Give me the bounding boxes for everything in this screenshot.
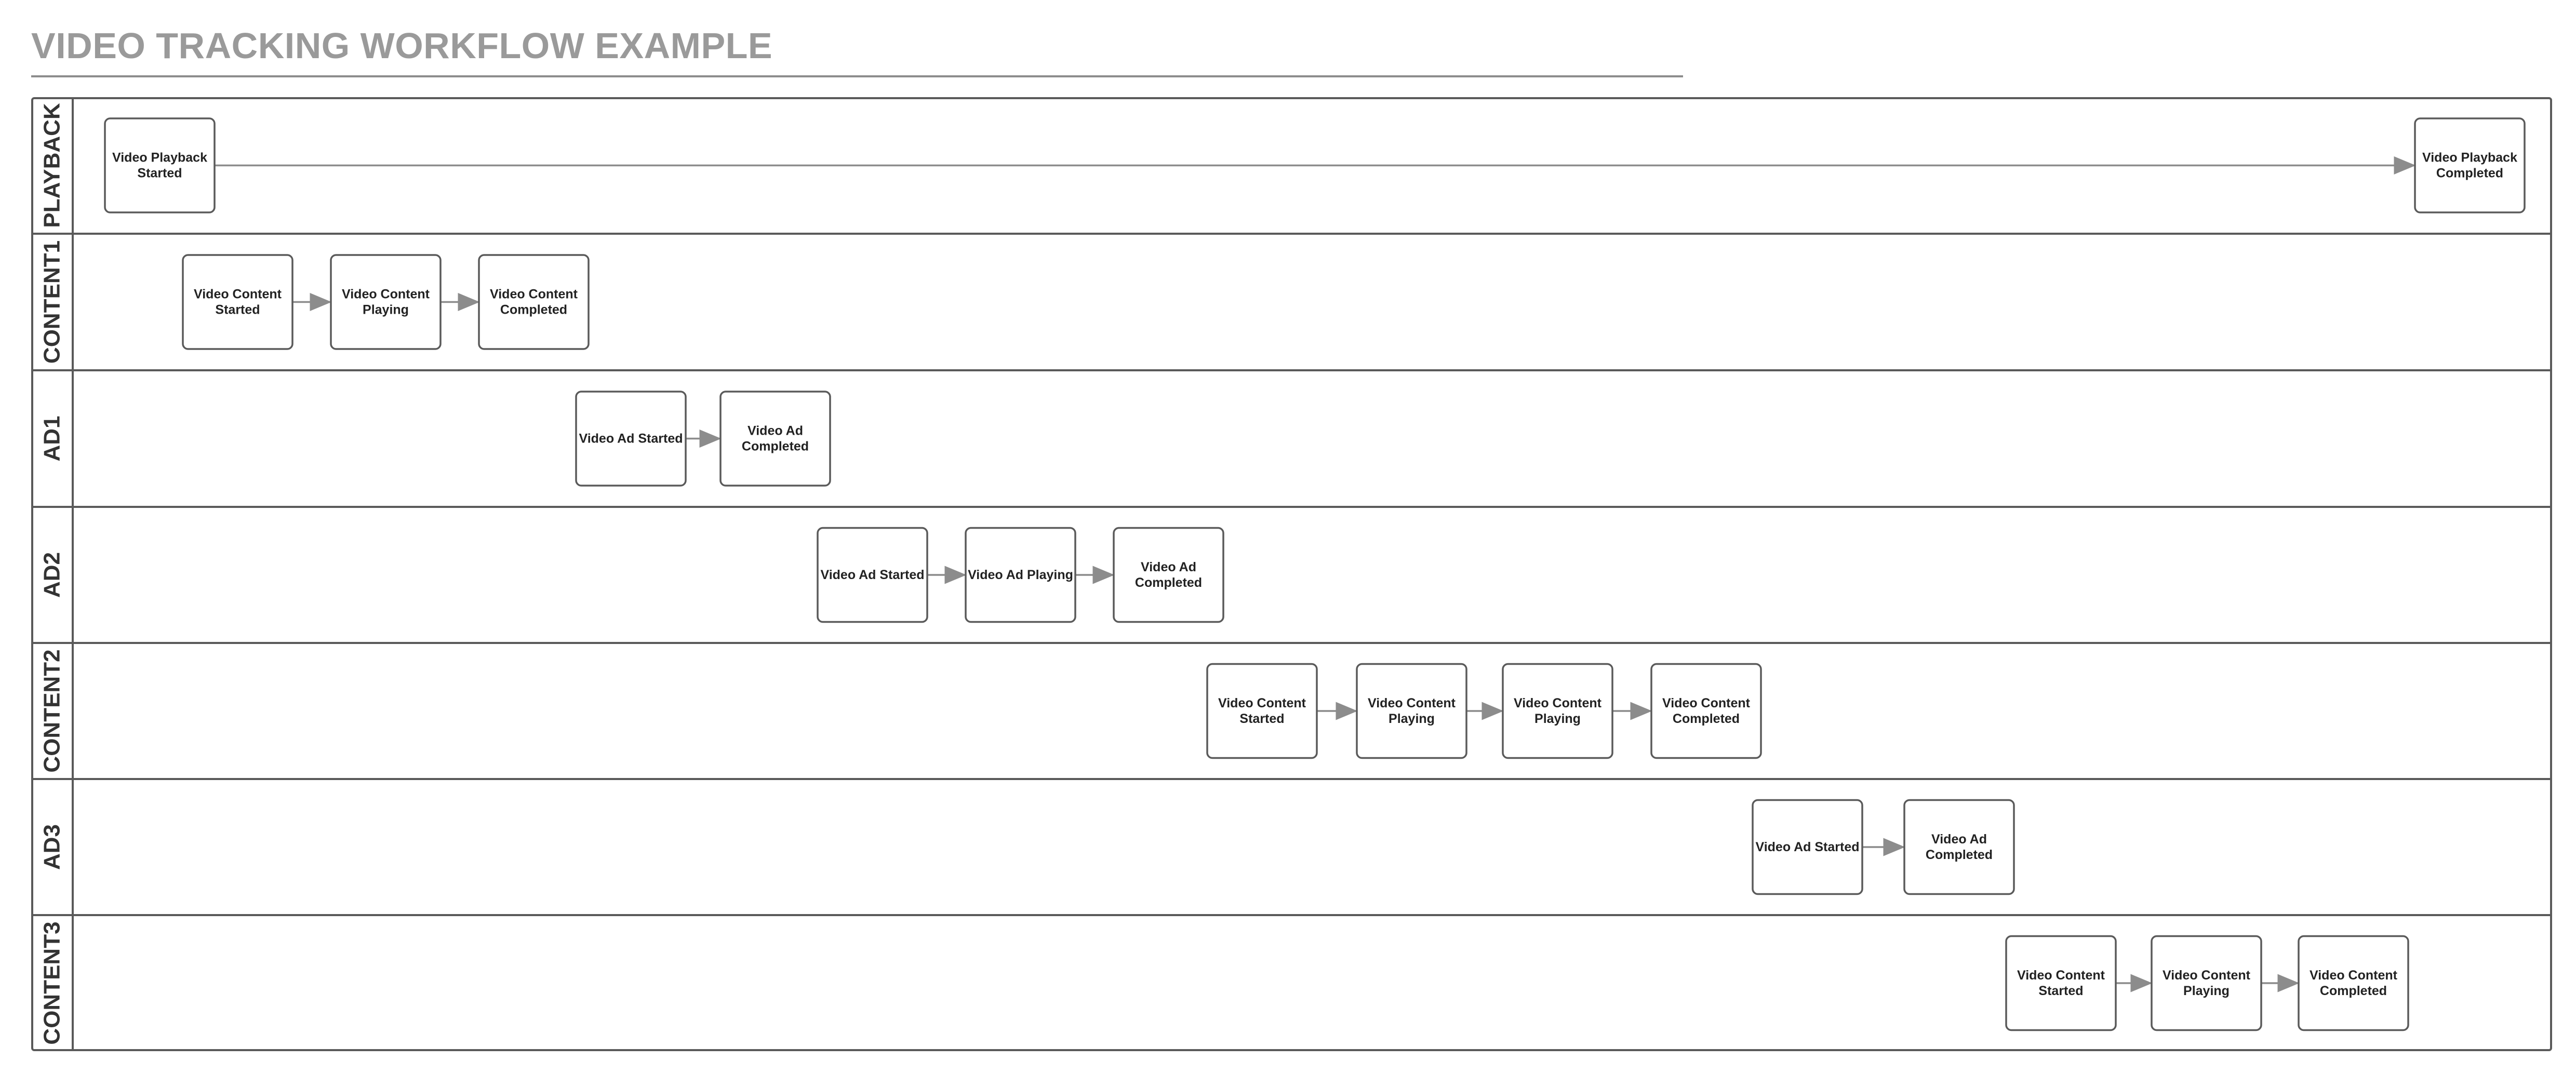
- process-label: Video Content: [490, 287, 578, 302]
- process-box[interactable]: [2005, 935, 2117, 1031]
- process-label: Video Content: [2163, 968, 2251, 983]
- process-label: Video Content: [1662, 696, 1751, 710]
- process-label: Video Playback: [112, 151, 207, 165]
- process-label: Video Ad: [1141, 560, 1196, 574]
- process-label: Completed: [1135, 575, 1202, 590]
- process-box[interactable]: [2298, 935, 2409, 1031]
- process-node-a2-start[interactable]: Video Ad Started: [817, 527, 928, 623]
- process-label: Video Ad Started: [820, 568, 924, 582]
- process-label: Video Content: [2017, 968, 2105, 983]
- process-label: Video Ad Started: [1755, 840, 1859, 854]
- process-label: Completed: [1673, 712, 1740, 726]
- process-box[interactable]: [1113, 527, 1224, 623]
- process-node-a2-play[interactable]: Video Ad Playing: [965, 527, 1076, 623]
- process-label: Playing: [1389, 712, 1435, 726]
- process-node-a1-start[interactable]: Video Ad Started: [575, 391, 687, 487]
- process-box[interactable]: [1650, 663, 1762, 759]
- process-label: Playing: [2183, 984, 2230, 998]
- process-label: Video Content: [1368, 696, 1456, 710]
- process-label: Completed: [2320, 984, 2387, 998]
- process-label: Video Ad: [748, 424, 803, 438]
- process-label: Started: [137, 166, 182, 181]
- process-label: Started: [2038, 984, 2083, 998]
- process-label: Video Content: [1218, 696, 1306, 710]
- process-label: Completed: [500, 303, 567, 317]
- process-box[interactable]: [104, 117, 216, 213]
- process-box[interactable]: [2151, 935, 2262, 1031]
- process-label: Playing: [363, 303, 409, 317]
- process-box[interactable]: [1752, 799, 1863, 895]
- process-node-a3-start[interactable]: Video Ad Started: [1752, 799, 1863, 895]
- process-label: Completed: [2436, 166, 2503, 181]
- process-label: Video Content: [194, 287, 282, 302]
- title-divider: [31, 75, 1683, 77]
- page-title: VIDEO TRACKING WORKFLOW EXAMPLE: [31, 25, 773, 66]
- process-box[interactable]: [1206, 663, 1318, 759]
- process-box[interactable]: [1903, 799, 2015, 895]
- swimlane-pool: [31, 97, 2552, 1051]
- lane-label-content2: CONTENT2: [39, 649, 65, 772]
- lane-label-content3: CONTENT3: [39, 921, 65, 1044]
- process-label: Completed: [742, 439, 809, 454]
- process-label: Completed: [1926, 848, 1993, 862]
- process-label: Video Ad Playing: [968, 568, 1073, 582]
- process-box[interactable]: [1502, 663, 1613, 759]
- process-label: Video Ad: [1931, 832, 1987, 847]
- process-box[interactable]: [330, 254, 442, 350]
- process-label: Playing: [1534, 712, 1581, 726]
- process-box[interactable]: [965, 527, 1076, 623]
- lane-label-ad2: AD2: [39, 552, 65, 598]
- process-box[interactable]: [817, 527, 928, 623]
- process-label: Started: [1239, 712, 1284, 726]
- process-box[interactable]: [719, 391, 831, 487]
- process-label: Started: [215, 303, 260, 317]
- process-label: Video Content: [1514, 696, 1602, 710]
- process-label: Video Content: [2310, 968, 2398, 983]
- process-box[interactable]: [182, 254, 293, 350]
- lane-label-playback: PLAYBACK: [39, 103, 65, 228]
- process-box[interactable]: [2414, 117, 2526, 213]
- lane-label-ad1: AD1: [39, 415, 65, 461]
- lane-label-content1: CONTENT1: [39, 240, 65, 364]
- process-box[interactable]: [478, 254, 590, 350]
- process-box[interactable]: [575, 391, 687, 487]
- process-label: Video Playback: [2422, 151, 2517, 165]
- process-label: Video Ad Started: [579, 432, 683, 446]
- process-label: Video Content: [342, 287, 430, 302]
- lane-label-ad3: AD3: [39, 824, 65, 870]
- process-box[interactable]: [1356, 663, 1467, 759]
